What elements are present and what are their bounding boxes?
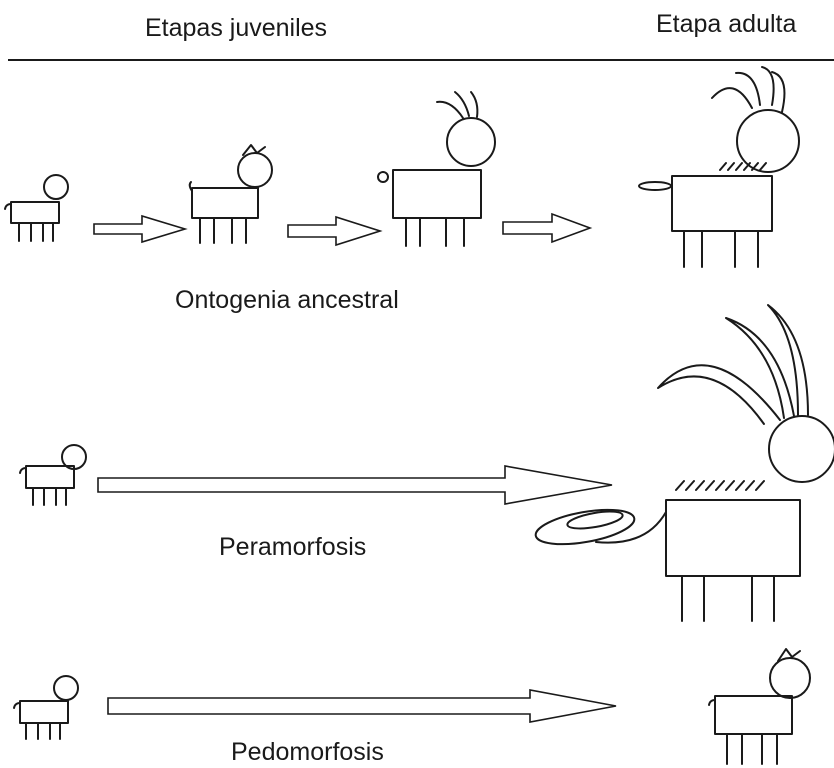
adult-animal-peramorphosis [533, 305, 834, 621]
juvenile-animal-stage-2 [190, 145, 272, 243]
adult-animal-paedomorphosis [709, 649, 810, 764]
growth-arrow-1 [94, 216, 185, 242]
growth-arrow-2 [288, 217, 380, 245]
adult-animal-ancestral [639, 67, 799, 267]
juvenile-animal-stage-1 [5, 175, 68, 241]
peramorphosis-arrow [98, 466, 612, 504]
paedomorphosis-arrow [108, 690, 616, 722]
juvenile-animal-paedomorphosis [14, 676, 78, 739]
growth-arrow-3 [503, 214, 590, 242]
juvenile-animal-peramorphosis [20, 445, 86, 505]
juvenile-animal-stage-3 [378, 92, 495, 246]
